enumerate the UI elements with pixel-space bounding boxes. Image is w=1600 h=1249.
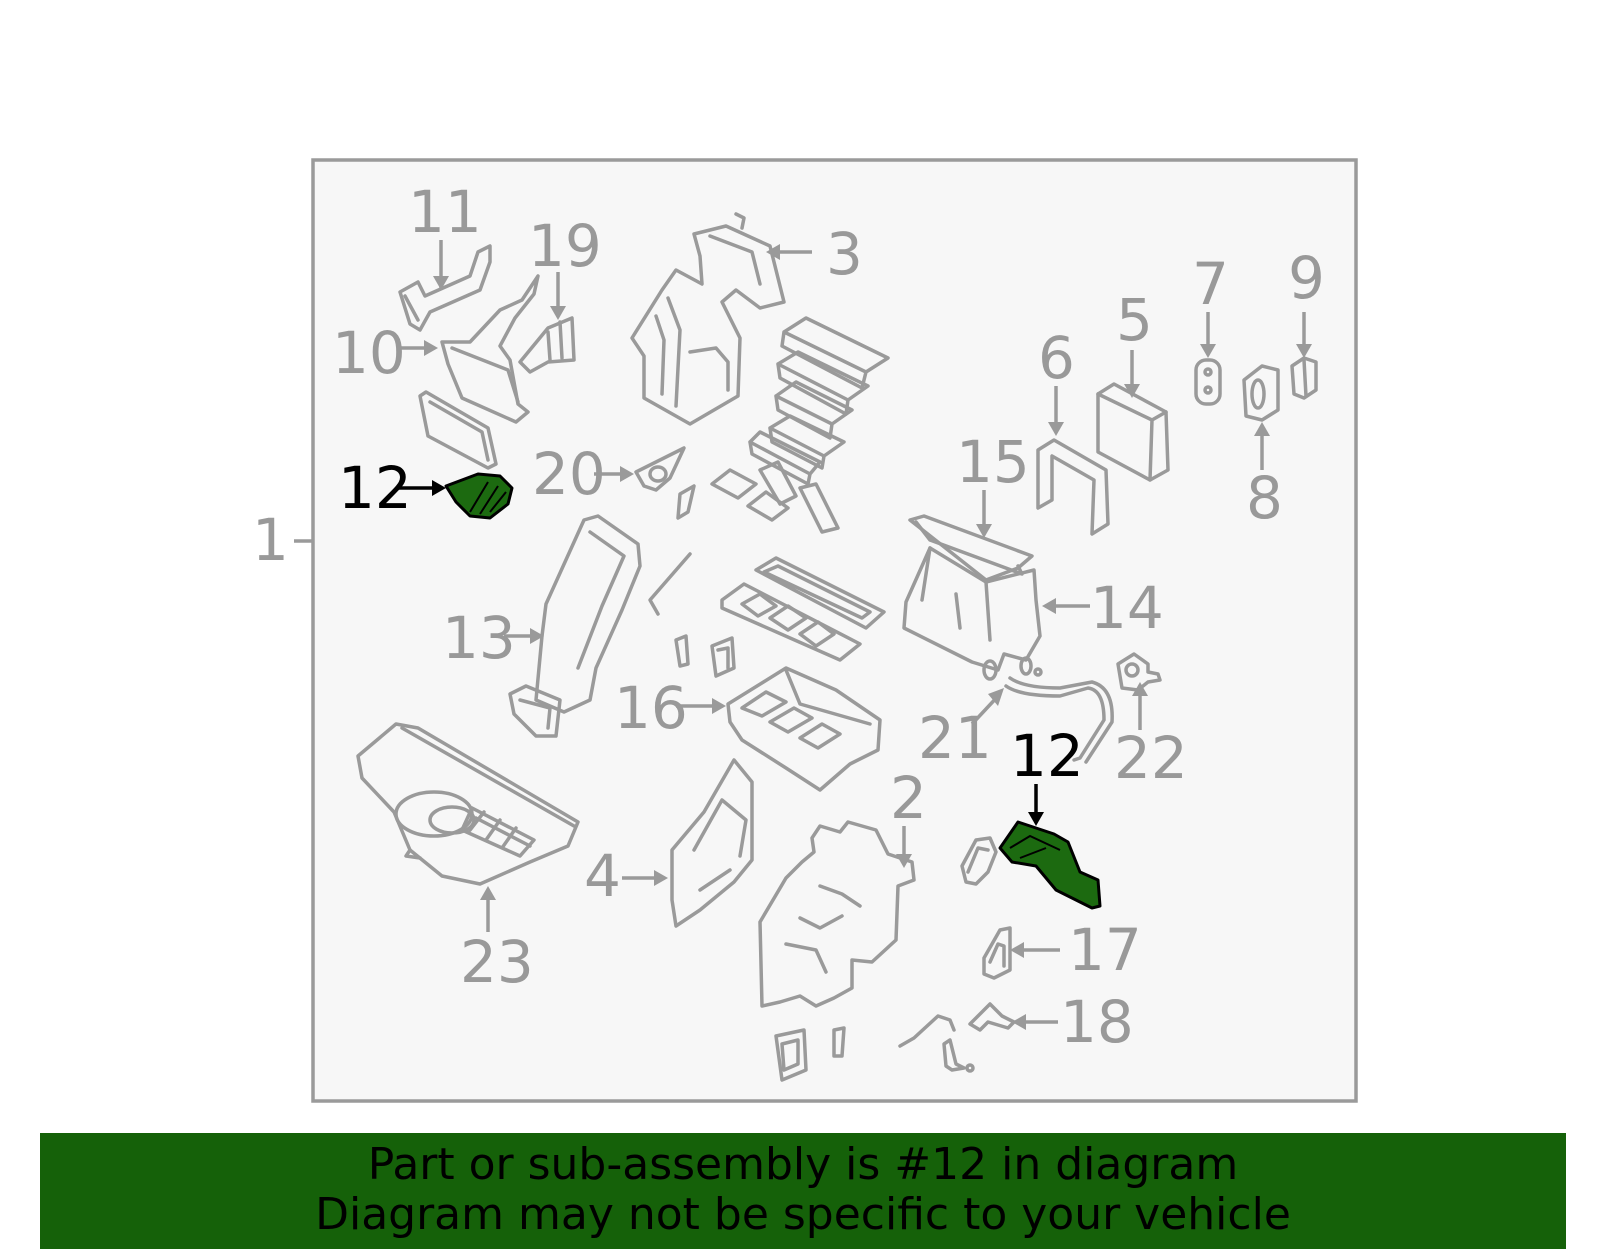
part-4-side-cover (670, 758, 754, 928)
callout-20: 20 (532, 440, 606, 508)
callout-2: 2 (890, 764, 927, 832)
part-8-grommet (1242, 364, 1280, 422)
part-18-links (898, 1002, 1016, 1073)
callout-21: 21 (918, 704, 992, 772)
callout-7: 7 (1192, 250, 1229, 318)
callout-15: 15 (956, 428, 1030, 496)
part-20-actuator (634, 446, 696, 520)
part-15-cover (908, 514, 1034, 582)
part-small-doors (710, 460, 840, 534)
part-5-core (1096, 382, 1170, 482)
part-21-drain-hose (982, 656, 1114, 764)
part-2-lower-housing (758, 820, 916, 1082)
callout-17: 17 (1068, 916, 1142, 984)
part-22-sensor (1116, 652, 1162, 692)
callout-10: 10 (332, 319, 406, 387)
part-13-duct (508, 514, 642, 738)
part-center-filters (648, 552, 886, 678)
callout-22: 22 (1114, 724, 1188, 792)
callout-8: 8 (1246, 464, 1283, 532)
part-11-duct (398, 244, 492, 332)
part-3-upper-housing (630, 212, 786, 426)
callout-18: 18 (1060, 988, 1134, 1056)
callout-4: 4 (584, 842, 621, 910)
part-6-seal (1036, 438, 1110, 536)
callout-12-left[interactable]: 12 (338, 454, 412, 522)
callout-19: 19 (528, 212, 602, 280)
part-17-bracket (982, 926, 1012, 980)
callout-3: 3 (826, 220, 863, 288)
callout-14: 14 (1090, 574, 1164, 642)
callout-12-right[interactable]: 12 (1010, 722, 1084, 790)
part-23-blower-case (356, 722, 580, 886)
part-12-gasket (960, 836, 998, 886)
part-12-duct-right[interactable] (998, 820, 1102, 910)
callout-5: 5 (1116, 286, 1153, 354)
part-14-evaporator-case (902, 546, 1042, 672)
callout-13: 13 (442, 604, 516, 672)
part-16-housing-half (726, 666, 882, 792)
notice-line-2: Diagram may not be specific to your vehi… (315, 1189, 1291, 1240)
notice-line-1: Part or sub-assembly is #12 in diagram (367, 1139, 1239, 1190)
callout-6: 6 (1038, 324, 1075, 392)
part-stacked-doors (748, 316, 890, 486)
callout-9: 9 (1288, 244, 1325, 312)
callout-16: 16 (614, 674, 688, 742)
part-19-vent (518, 316, 576, 374)
callout-11: 11 (408, 178, 482, 246)
part-7-gasket (1194, 358, 1222, 406)
callout-23: 23 (460, 928, 534, 996)
notice-banner: Part or sub-assembly is #12 in diagram D… (40, 1133, 1566, 1249)
part-10-filter-housing (418, 274, 540, 470)
callout-1: 1 (252, 506, 289, 574)
part-12-duct-left[interactable] (444, 472, 514, 520)
